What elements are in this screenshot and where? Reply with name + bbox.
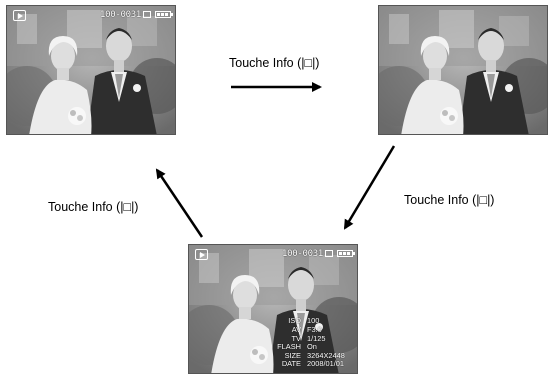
file-number: 100-0031 xyxy=(100,10,141,20)
info-value: 1/125 xyxy=(307,333,326,343)
memory-card-icon xyxy=(143,11,151,18)
arrow-up-left xyxy=(155,168,204,238)
info-value: F3.0 xyxy=(307,325,322,335)
lcd-screen-top-left: 100-0031 xyxy=(6,5,176,135)
caption-info-button-right: Touche Info (|□|) xyxy=(404,193,495,207)
info-label: ISO xyxy=(288,316,301,326)
battery-icon xyxy=(155,11,173,18)
info-row-iso: ISO 100 xyxy=(271,317,347,326)
info-label: DATE xyxy=(281,359,301,369)
play-mode-icon xyxy=(13,10,26,21)
caption-info-button-top: Touche Info (|□|) xyxy=(229,56,320,70)
file-number: 100-0031 xyxy=(282,249,323,259)
arrow-down-left xyxy=(343,145,396,230)
shooting-info-table: ISO 100 AV F3.0 TV 1/125 FLASH On SIZE 3264X2… xyxy=(271,317,347,369)
info-value: 3264X2448 xyxy=(307,350,345,360)
memory-card-icon xyxy=(325,250,333,257)
info-value: 100 xyxy=(307,316,320,326)
info-row-av: AV F3.0 xyxy=(271,325,347,335)
info-value: 2008/01/01 xyxy=(307,359,344,369)
info-value: On xyxy=(307,342,317,352)
info-label: FLASH xyxy=(277,342,301,352)
info-row-date: DATE 2008/01/01 xyxy=(271,360,347,369)
info-label: TV xyxy=(291,333,301,343)
battery-icon xyxy=(337,250,355,257)
play-mode-icon xyxy=(195,249,208,260)
caption-info-button-left: Touche Info (|□|) xyxy=(48,200,139,214)
info-label: SIZE xyxy=(284,350,301,360)
info-row-tv: TV 1/125 xyxy=(271,333,347,344)
lcd-screen-bottom: 100-0031 ISO 100 AV F3.0 TV 1/125 FLASH On S… xyxy=(188,244,358,374)
lcd-screen-top-right xyxy=(378,5,548,135)
info-label: AV xyxy=(291,325,301,335)
info-row-flash: FLASH On xyxy=(271,343,347,352)
info-row-size: SIZE 3264X2448 xyxy=(271,350,347,361)
